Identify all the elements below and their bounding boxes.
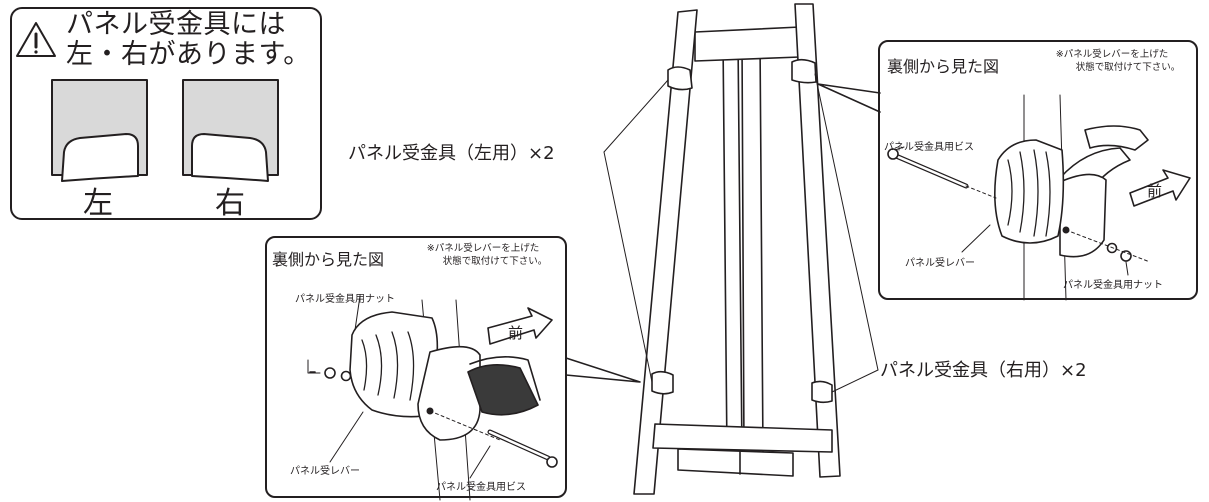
left-label-lever: パネル受レバー — [290, 466, 360, 477]
part-right-label: パネル受金具（右用）×2 — [880, 360, 1087, 381]
right-front-arrow-label: 前 — [1147, 182, 1163, 200]
left-callout-note-1: ※パネル受レバーを上げた — [426, 243, 540, 254]
easel — [603, 3, 879, 495]
right-bracket-icon — [182, 79, 279, 182]
right-detail-drawing — [887, 94, 1191, 301]
left-detail-drawing — [307, 295, 558, 501]
right-callout-title: 裏側から見た図 — [887, 57, 1000, 76]
left-label: 左 — [83, 186, 113, 221]
right-callout-pointer — [817, 83, 881, 113]
notice-line-2: 左・右があります。 — [66, 39, 311, 70]
right-label-lever: パネル受レバー — [905, 258, 975, 269]
right-callout-note-1: ※パネル受レバーを上げた — [1055, 49, 1169, 60]
left-callout-title: 裏側から見た図 — [272, 250, 385, 269]
left-callout-pointer — [565, 335, 641, 383]
notice-line-1: パネル受金具には — [66, 9, 286, 40]
right-label: 右 — [215, 186, 245, 221]
left-bracket-icon — [51, 79, 148, 182]
part-left-label: パネル受金具（左用）×2 — [348, 143, 555, 164]
left-callout-note-2: 状態で取付けて下さい。 — [442, 256, 548, 267]
left-label-screw: パネル受金具用ビス — [436, 482, 526, 493]
right-label-nut: パネル受金具用ナット — [1063, 280, 1163, 291]
warning-icon — [16, 22, 56, 57]
left-front-arrow-label: 前 — [508, 324, 524, 342]
right-label-screw: パネル受金具用ビス — [884, 142, 974, 153]
left-label-nut: パネル受金具用ナット — [295, 294, 395, 305]
right-callout-note-2: 状態で取付けて下さい。 — [1075, 62, 1181, 73]
